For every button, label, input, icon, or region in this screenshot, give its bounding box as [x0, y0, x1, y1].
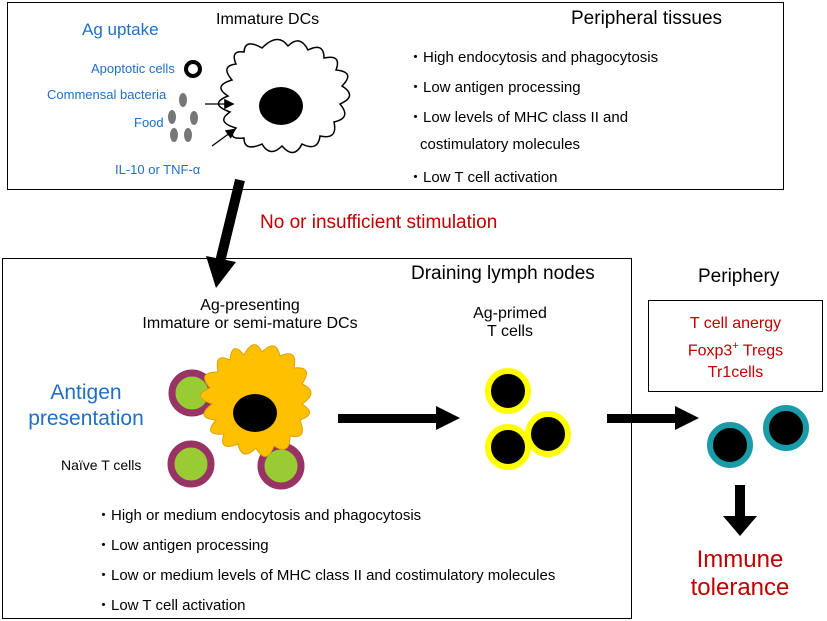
antigen-line1: Antigen [50, 381, 122, 404]
top-bullet-3: ・Low levels of MHC class II and [408, 109, 629, 126]
stimulation-arrow [206, 178, 245, 288]
top-bullet-4: ・Low T cell activation [408, 169, 558, 186]
foxp3-text: Foxp3 [687, 342, 733, 360]
antigen-presentation-label: Antigen presentation [22, 380, 150, 432]
bacteria-food-icons [168, 93, 198, 142]
immune-tolerance-label: Immune tolerance [660, 546, 820, 602]
immune-line1: Immune [696, 546, 784, 573]
cytokine-arrow [211, 128, 237, 147]
apoptotic-cell-icon [184, 60, 202, 78]
lymph-bullet-3: ・Low or medium levels of MHC class II an… [96, 567, 556, 584]
presentation-arrow [338, 406, 460, 430]
periphery-title: Periphery [698, 266, 780, 287]
treg-cell-icons [707, 405, 809, 468]
tr1-cells-label: Tr1cells [707, 364, 764, 382]
ag-uptake-label: Ag uptake [82, 20, 159, 39]
immune-line2: tolerance [690, 574, 790, 601]
lymph-bullet-2: ・Low antigen processing [96, 537, 269, 554]
commensal-bacteria-label: Commensal bacteria [47, 87, 167, 102]
immature-dc-icon [217, 38, 351, 154]
apoptotic-cells-label: Apoptotic cells [91, 61, 175, 76]
peripheral-tissues-title: Peripheral tissues [571, 8, 723, 29]
ag-primed-label: Ag-primed T cells [460, 305, 560, 341]
peripheral-tissues-box [7, 2, 784, 190]
ag-presenting-label: Ag-presenting Immature or semi-mature DC… [100, 297, 400, 333]
periphery-arrow [607, 406, 699, 430]
lymph-nodes-title: Draining lymph nodes [411, 263, 595, 284]
il10-label: IL-10 or TNF-α [115, 162, 201, 177]
draining-lymph-nodes-box [2, 258, 632, 619]
foxp3-tregs-label: Foxp3+ Tregs [648, 335, 823, 362]
ag-presenting-line1: Ag-presenting [200, 297, 300, 314]
top-bullet-3-cont: costimulatory molecules [420, 136, 581, 153]
lymph-bullet-4: ・Low T cell activation [96, 597, 246, 614]
periphery-outcome-box [648, 300, 823, 392]
top-bullet-2: ・Low antigen processing [408, 79, 581, 96]
ag-primed-line1: Ag-primed [473, 305, 547, 322]
lymph-bullet-1: ・High or medium endocytosis and phagocyt… [96, 507, 422, 524]
t-cell-anergy-label: T cell anergy [689, 315, 782, 332]
foxp3-superscript: + [732, 340, 739, 352]
food-label: Food [134, 115, 164, 130]
antigen-line2: presentation [28, 407, 144, 430]
top-bullet-1: ・High endocytosis and phagocytosis [408, 49, 659, 66]
ag-presenting-dc-icon [200, 344, 312, 457]
outcome-list: T cell anergy Foxp3+ Tregs Tr1cells [648, 313, 823, 384]
ag-presenting-line2: Immature or semi-mature DCs [142, 315, 358, 332]
tregs-text: Tregs [738, 342, 784, 360]
stimulation-label: No or insufficient stimulation [260, 212, 498, 233]
ag-primed-t-cell-icons [485, 368, 571, 470]
immature-dcs-label: Immature DCs [216, 11, 320, 28]
ag-primed-line2: T cells [487, 323, 533, 340]
naive-t-cells-label: Naïve T cells [61, 457, 142, 473]
tolerance-arrow [723, 485, 757, 536]
